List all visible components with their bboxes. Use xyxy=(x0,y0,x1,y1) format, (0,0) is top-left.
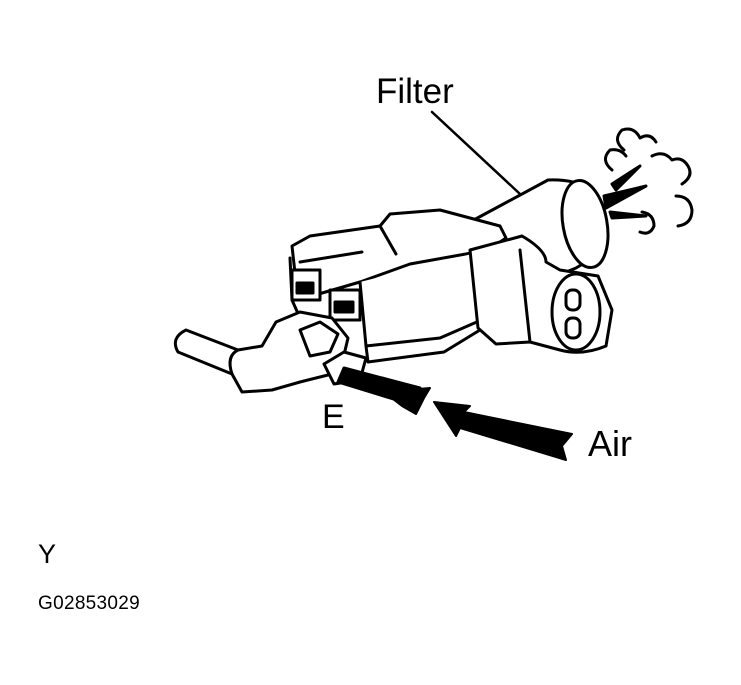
port-e-label: E xyxy=(322,398,345,436)
air-label: Air xyxy=(588,423,632,464)
figure-code: G02853029 xyxy=(38,593,141,614)
electrical-connector xyxy=(468,234,614,354)
airflow-arrows xyxy=(383,387,573,461)
filter-label: Filter xyxy=(376,72,454,111)
reference-letter: Y xyxy=(38,539,57,569)
filter-leader-line xyxy=(430,110,522,196)
terminal-tabs xyxy=(290,268,362,322)
exhaust-puffs xyxy=(602,127,694,235)
